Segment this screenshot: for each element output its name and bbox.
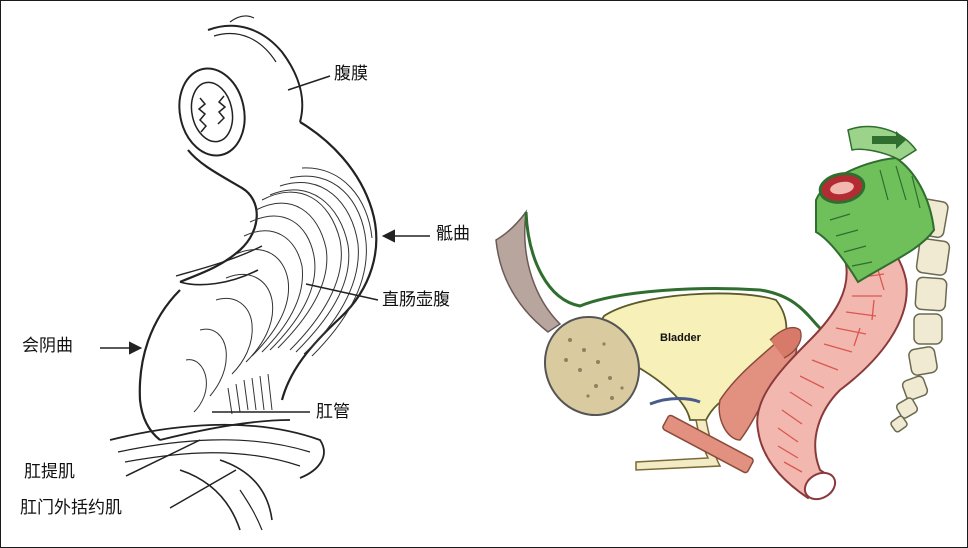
rectum <box>756 206 908 500</box>
label-external-sphincter: 肛门外括约肌 <box>20 498 122 518</box>
leader-external-sphincter <box>169 469 237 509</box>
label-levator-ani: 肛提肌 <box>24 462 75 482</box>
label-bladder: Bladder <box>660 332 701 344</box>
pubic-bone <box>543 315 641 417</box>
label-sacral-flexure: 骶曲 <box>436 224 470 244</box>
leader-levator-ani <box>125 439 201 477</box>
pelvic-floor-bar <box>662 414 754 474</box>
leader-rectal-ampulla <box>305 283 379 301</box>
label-rectal-ampulla: 直肠壶腹 <box>382 290 450 310</box>
abdominal-wall <box>495 209 562 333</box>
label-perineal-flexure: 会阴曲 <box>22 336 73 356</box>
label-anal-canal: 肛管 <box>316 402 350 422</box>
pelvis-color-diagram <box>495 125 951 501</box>
label-peritoneum: 腹膜 <box>334 64 368 84</box>
anal-opening <box>803 471 837 501</box>
rectum-line-drawing <box>100 15 430 531</box>
leader-peritoneum <box>287 75 331 91</box>
